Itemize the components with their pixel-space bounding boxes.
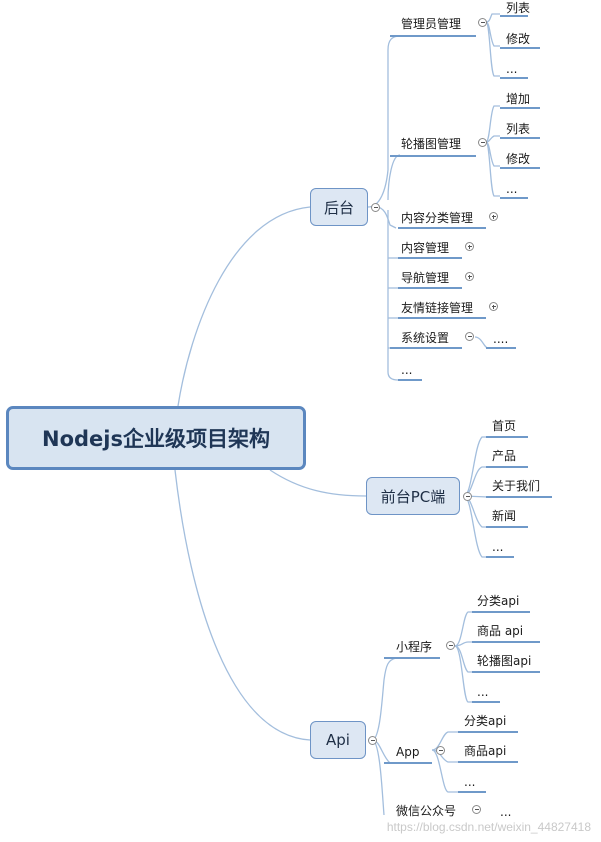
miniprogram-node: 小程序 <box>396 640 433 654</box>
collapse-icon[interactable] <box>436 746 445 755</box>
collapse-icon[interactable] <box>478 18 487 27</box>
category-management-node: 内容分类管理 <box>401 211 474 225</box>
app-child-more: ... <box>464 775 476 789</box>
backend-more-node: ... <box>401 363 413 377</box>
settings-child-more: .... <box>493 332 509 346</box>
collapse-icon[interactable] <box>446 641 455 650</box>
collapse-icon[interactable] <box>371 203 380 212</box>
app-node: App <box>396 745 420 759</box>
connector-root-backend <box>177 206 311 407</box>
connector-root-api <box>174 469 311 741</box>
collapse-icon[interactable] <box>368 736 377 745</box>
miniprogram-child-more: ... <box>477 685 489 699</box>
carousel-child-list: 列表 <box>506 122 531 136</box>
nav-management-node: 导航管理 <box>401 271 450 285</box>
frontend-home-node: 首页 <box>492 419 517 433</box>
carousel-child-add: 增加 <box>506 92 531 106</box>
app-child-category-api: 分类api <box>464 714 507 728</box>
carousel-child-more: ... <box>506 182 518 196</box>
expand-icon[interactable] <box>465 272 474 281</box>
expand-icon[interactable] <box>465 242 474 251</box>
collapse-icon[interactable] <box>478 138 487 147</box>
links-management-node: 友情链接管理 <box>401 301 474 315</box>
expand-icon[interactable] <box>489 212 498 221</box>
admin-child-edit: 修改 <box>506 32 531 46</box>
backend-node: 后台 <box>310 188 368 226</box>
admin-management-node: 管理员管理 <box>401 17 462 31</box>
frontend-node: 前台PC端 <box>366 477 460 515</box>
carousel-management-node: 轮播图管理 <box>401 137 462 151</box>
carousel-child-edit: 修改 <box>506 152 531 166</box>
collapse-icon[interactable] <box>472 805 481 814</box>
expand-icon[interactable] <box>489 302 498 311</box>
connector-root-frontend <box>269 469 367 497</box>
frontend-about-node: 关于我们 <box>492 479 541 493</box>
root-node: Nodejs企业级项目架构 <box>6 406 306 470</box>
collapse-icon[interactable] <box>463 492 472 501</box>
content-management-node: 内容管理 <box>401 241 450 255</box>
miniprogram-child-category-api: 分类api <box>477 594 520 608</box>
app-child-product-api: 商品api <box>464 744 507 758</box>
frontend-more-node: ... <box>492 540 504 554</box>
wechat-child-more: ... <box>500 805 512 819</box>
wechat-node: 微信公众号 <box>396 804 457 818</box>
admin-child-list: 列表 <box>506 1 531 15</box>
api-node: Api <box>310 721 366 759</box>
connector-backend-trunk <box>367 35 401 208</box>
frontend-products-node: 产品 <box>492 449 517 463</box>
watermark: https://blog.csdn.net/weixin_44827418 <box>386 820 591 834</box>
system-settings-node: 系统设置 <box>401 331 450 345</box>
miniprogram-child-product-api: 商品 api <box>477 624 524 638</box>
collapse-icon[interactable] <box>465 332 474 341</box>
admin-child-more: ... <box>506 62 518 76</box>
frontend-news-node: 新闻 <box>492 509 517 523</box>
miniprogram-child-carousel-api: 轮播图api <box>477 654 532 668</box>
